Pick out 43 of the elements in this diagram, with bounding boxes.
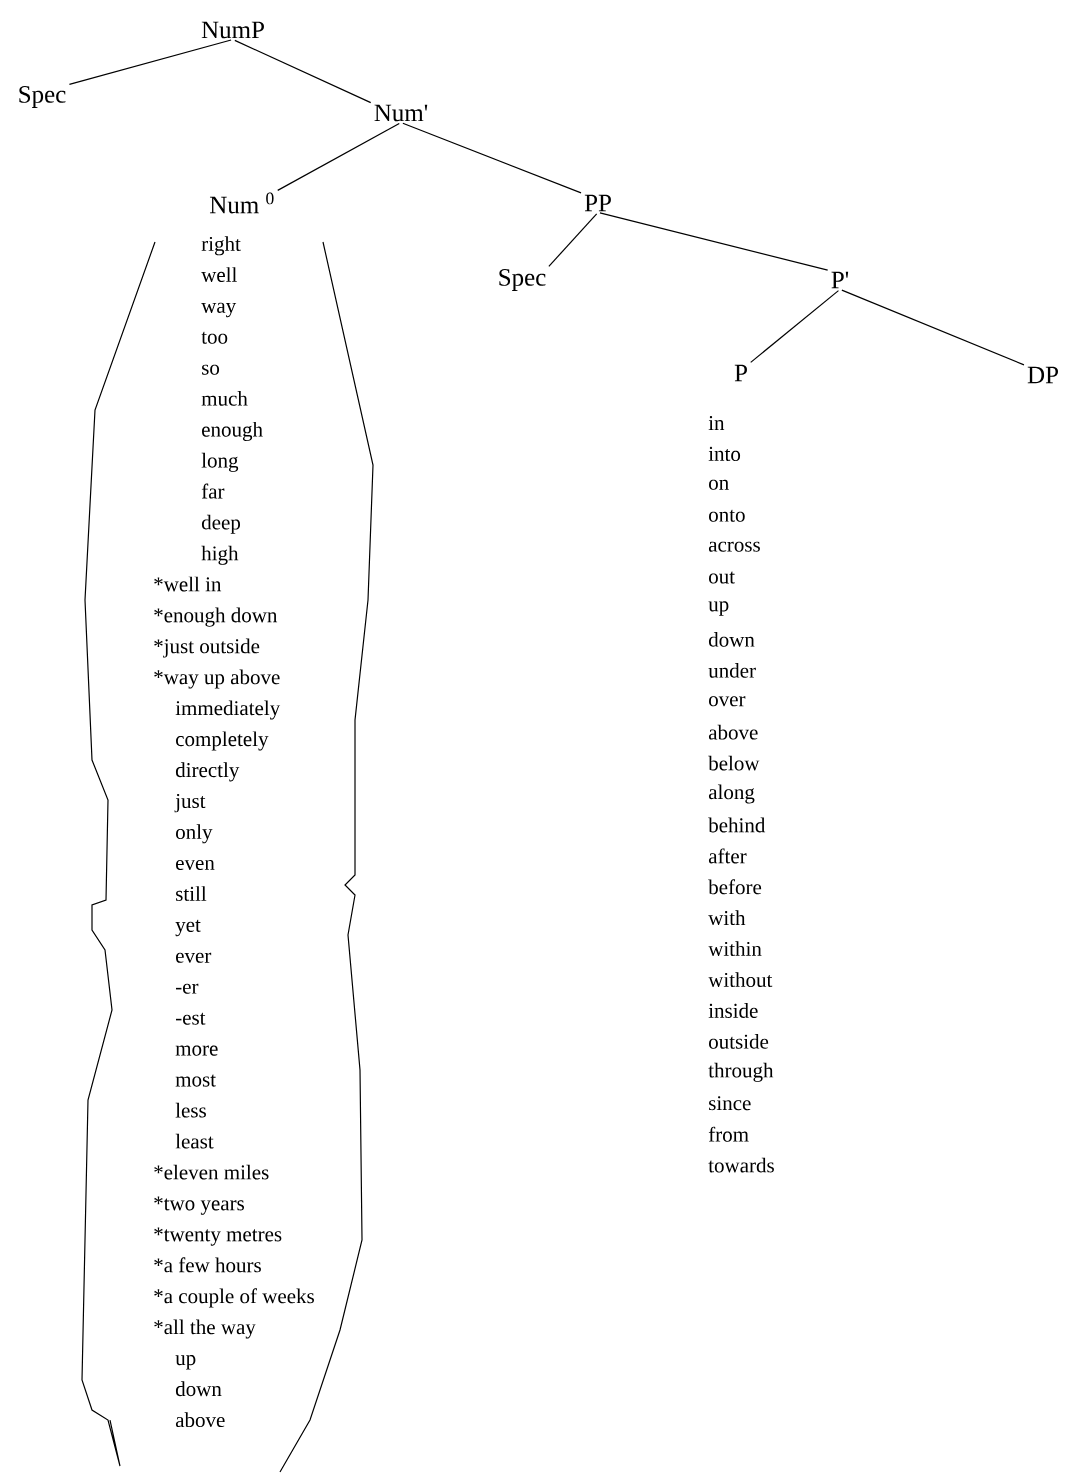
word-label: through bbox=[708, 1062, 774, 1082]
word-label: out bbox=[709, 571, 735, 584]
tree-branch bbox=[277, 122, 400, 191]
tree-branch bbox=[599, 212, 829, 271]
word-label: on bbox=[709, 479, 729, 490]
category-label: PP bbox=[584, 194, 611, 212]
category-label: DP bbox=[1027, 366, 1058, 384]
word-label: across bbox=[708, 541, 760, 552]
word-label: along bbox=[708, 784, 755, 804]
word-label: down bbox=[708, 632, 755, 647]
word-label: without bbox=[708, 972, 773, 987]
word-label: behind bbox=[708, 817, 766, 833]
tree-branch bbox=[234, 39, 372, 104]
word-label: above bbox=[708, 724, 758, 740]
word-label: into bbox=[708, 446, 741, 461]
category-label: P' bbox=[831, 271, 849, 289]
category-label: Spec bbox=[19, 86, 66, 108]
category-label: P bbox=[734, 364, 747, 382]
tree-branch bbox=[750, 290, 840, 363]
word-label: since bbox=[709, 1096, 751, 1111]
tree-branch bbox=[402, 122, 582, 194]
category-label: NumP bbox=[201, 21, 264, 39]
word-label: towards bbox=[708, 1157, 774, 1173]
tree-branch bbox=[841, 289, 1025, 366]
word-label: under bbox=[708, 663, 756, 678]
word-label: onto bbox=[709, 509, 745, 522]
word-label: inside bbox=[708, 1003, 758, 1018]
word-label: up bbox=[708, 601, 729, 616]
word-label: before bbox=[708, 879, 762, 895]
word-label: after bbox=[708, 848, 747, 864]
word-label: with bbox=[708, 910, 746, 926]
word-label: from bbox=[708, 1126, 749, 1142]
word-label: below bbox=[708, 755, 760, 771]
category-label: Spec bbox=[499, 269, 546, 291]
tree-branch bbox=[68, 39, 232, 85]
category-label: Num $^{0}$ bbox=[209, 192, 274, 214]
category-label: Num' bbox=[374, 104, 428, 122]
word-list-outline: right well way too so much enough long far deep high *well in *enough down *just outside *way up above immediately completely directly just only even still yet ever -er -est more most less least *eleven miles *two years *twenty metres *a few hours *a couple of weeks *all the way up down above bbox=[81, 236, 374, 1473]
word-label: outside bbox=[709, 1034, 769, 1049]
tree-branch bbox=[548, 213, 598, 267]
word-label: in bbox=[708, 416, 725, 430]
word-label: over bbox=[709, 696, 746, 707]
word-label: within bbox=[708, 941, 762, 956]
